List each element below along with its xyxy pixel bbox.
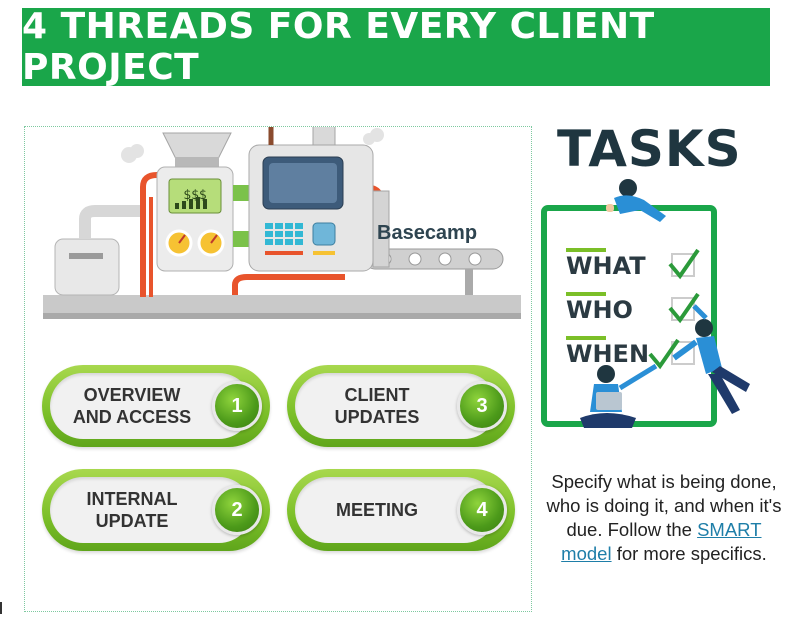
thread-number-badge: 2	[212, 485, 262, 535]
threads-panel: $$$ Basecamp	[24, 126, 532, 612]
page-title: 4 THREADS FOR EVERY CLIENT PROJECT	[22, 6, 655, 88]
header-banner: 4 THREADS FOR EVERY CLIENT PROJECT	[22, 6, 770, 88]
person-icon	[619, 179, 637, 197]
thread-number-badge: 4	[457, 485, 507, 535]
thread-pill-2: INTERNAL UPDATE 2	[42, 469, 270, 551]
thread-pill-3: CLIENT UPDATES 3	[287, 365, 515, 447]
thread-pill-inner: INTERNAL UPDATE	[50, 477, 252, 543]
basecamp-label: Basecamp	[377, 222, 477, 244]
checklist-item-what: WHAT	[566, 252, 646, 280]
thread-number-badge: 3	[457, 381, 507, 431]
tasks-heading: TASKS	[557, 120, 742, 178]
thread-label-client: CLIENT UPDATES	[334, 385, 420, 427]
thread-pill-4: MEETING 4	[287, 469, 515, 551]
tasks-description: Specify what is being done, who is doing…	[540, 470, 788, 566]
smart-model-link[interactable]: SMART model	[561, 519, 762, 564]
checklist-item-who: WHO	[566, 296, 633, 324]
thread-number-badge: 1	[212, 381, 262, 431]
thread-label-meeting: MEETING	[335, 500, 418, 520]
thread-label-overview: OVERVIEW AND ACCESS	[72, 385, 192, 427]
checklist-illustration: WHAT WHO WHEN	[541, 179, 750, 428]
edge-mark	[0, 602, 2, 614]
check-icon	[648, 338, 680, 370]
check-icon	[668, 292, 700, 324]
thread-pill-1: OVERVIEW AND ACCESS 1	[42, 365, 270, 447]
tasks-description-text: Specify what is being done, who is doing…	[546, 471, 782, 540]
check-icon	[668, 248, 700, 280]
factory-machine-illustration: $$$ Basecamp	[43, 127, 521, 319]
checklist-item-when: WHEN	[566, 340, 649, 368]
tasks-description-text: for more specifics.	[611, 543, 767, 564]
thread-label-internal: INTERNAL UPDATE	[86, 489, 178, 531]
